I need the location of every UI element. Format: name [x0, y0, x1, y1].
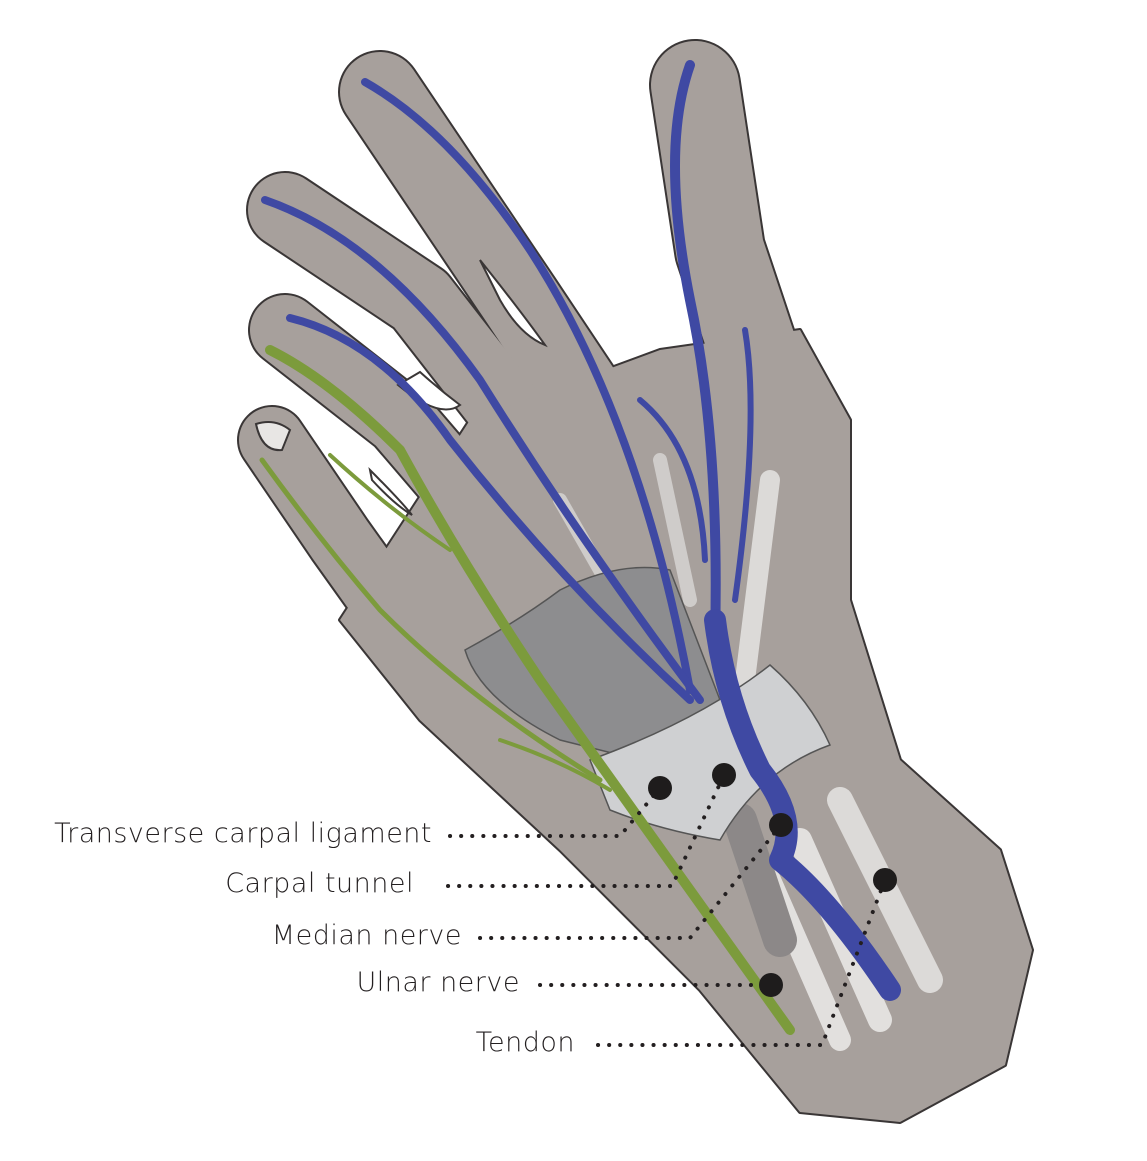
label-median-nerve: Median nerve — [271, 920, 462, 951]
marker-tendon — [873, 868, 897, 892]
transverse-carpal-ligament-shape — [589, 664, 832, 841]
label-transverse-carpal-ligament: Transverse carpal ligament — [54, 818, 432, 849]
markers — [648, 763, 897, 997]
marker-ulnar-nerve — [759, 973, 783, 997]
carpal-bones — [464, 566, 721, 761]
marker-transverse-carpal-ligament — [648, 776, 672, 800]
leader-lines — [446, 773, 887, 1047]
marker-median-nerve — [769, 813, 793, 837]
marker-carpal-tunnel — [712, 763, 736, 787]
label-tendon: Tendon — [475, 1027, 575, 1058]
ulnar-nerve-shape — [259, 345, 795, 1035]
label-carpal-tunnel: Carpal tunnel — [225, 868, 414, 899]
label-ulnar-nerve: Ulnar nerve — [356, 967, 520, 998]
finger-gaps — [254, 259, 548, 516]
